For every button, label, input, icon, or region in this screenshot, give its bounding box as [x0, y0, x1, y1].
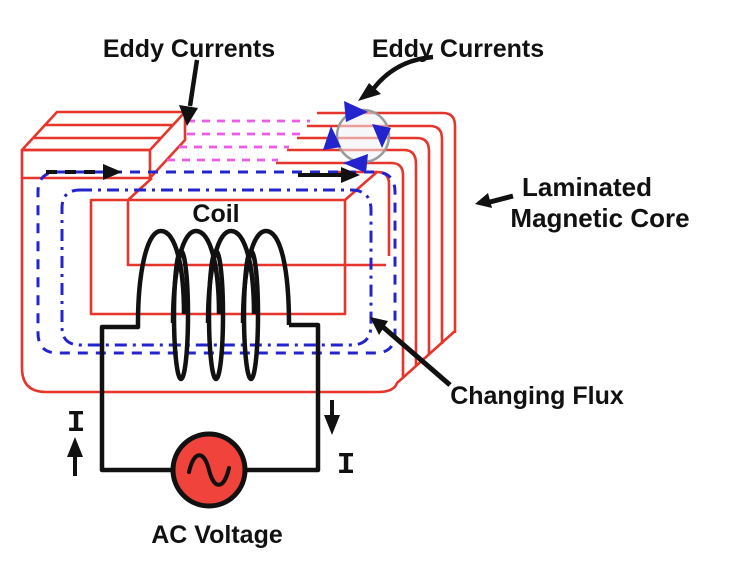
core-lamination-sheet: [287, 148, 418, 366]
eddy-currents-right-arrowhead: [358, 83, 381, 101]
changing-flux-arrow-shaft: [381, 325, 452, 387]
core-lamination-sheet: [317, 111, 457, 333]
core-lamination-sheet: [297, 136, 431, 355]
current-up-arrowhead: [67, 437, 83, 457]
flux-direction-dashed-arrowhead: [103, 164, 122, 180]
laminated-core-arrowhead: [475, 193, 492, 208]
eddy-currents-right-arrow-shaft: [372, 54, 434, 90]
core-left-block-end: [149, 112, 187, 179]
core-lamination-sheet: [276, 161, 405, 377]
flux-loops: [36, 170, 397, 355]
current-down-arrowhead: [324, 415, 340, 435]
circuit-wire-left: [99, 323, 171, 473]
eddy-current-path-lines: [167, 119, 310, 162]
core-window-back-edges: [126, 200, 386, 267]
core-left-block-top: [20, 110, 187, 152]
coil-winding: [135, 228, 292, 326]
black-arrowheads: [67, 83, 492, 457]
flux-loop-outer: [36, 170, 397, 355]
core-lamination-sheet: [307, 124, 444, 344]
laminated-core-arrow-shaft: [489, 193, 514, 205]
eddy-rotation-arrows: [323, 101, 391, 173]
coil-turn-ellipse: [171, 248, 191, 382]
label-laminated-line2: Magnetic Core: [510, 203, 689, 233]
eddy-rotation-arrow-left: [323, 126, 341, 150]
label-coil: Coil: [192, 200, 239, 228]
eddy-rotation-arrow-top: [344, 101, 368, 122]
laminated-core-outline: [20, 110, 457, 394]
labels: Eddy Currents Eddy Currents Laminated Ma…: [67, 35, 690, 549]
eddy-currents-left-arrow-shaft: [187, 59, 200, 107]
flux-direction-arrowhead: [341, 167, 360, 183]
eddy-rotation-arrow-bottom: [343, 154, 368, 173]
label-ac-voltage: AC Voltage: [151, 521, 283, 549]
core-window-depth-edge: [344, 171, 378, 201]
core-outer-edge: [20, 178, 456, 394]
label-eddy-currents-left: Eddy Currents: [103, 35, 275, 63]
label-laminated-line1: Laminated: [522, 172, 652, 202]
changing-flux-arrowhead: [370, 317, 388, 335]
flux-loop-inner: [60, 188, 373, 347]
sine-wave-icon: [187, 453, 231, 487]
black-ink-strokes: [46, 54, 514, 487]
label-eddy-currents-right: Eddy Currents: [372, 35, 544, 63]
eddy-currents-left-arrowhead: [179, 105, 198, 126]
label-current-right: I: [337, 448, 356, 483]
label-current-left: I: [67, 406, 86, 441]
circuit-wire-right: [247, 322, 321, 473]
coil-turn-ellipse: [206, 248, 226, 382]
coil-turn-ellipse: [241, 248, 261, 382]
label-changing-flux: Changing Flux: [450, 382, 624, 410]
core-window: [89, 198, 347, 316]
eddy-rotation-arrow-right: [372, 124, 391, 148]
